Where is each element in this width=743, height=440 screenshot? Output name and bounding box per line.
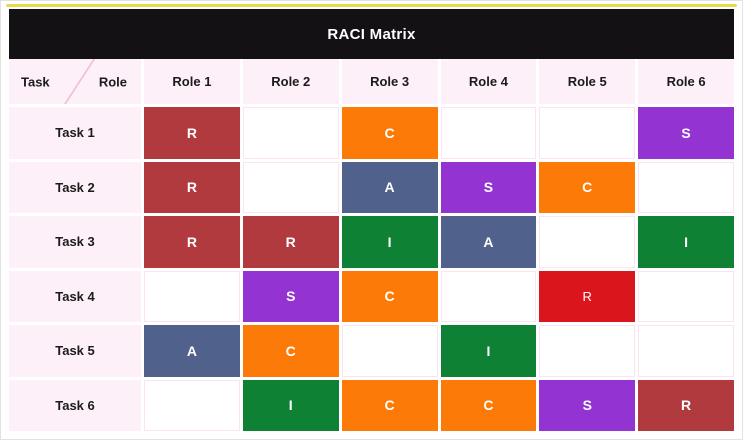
- empty-cell-task2-role6: [638, 161, 734, 213]
- row-label-task-5: Task 5: [9, 325, 141, 377]
- raci-chip-r-task4-role5: R: [539, 270, 636, 322]
- empty-cell-task3-role5: [539, 216, 636, 268]
- raci-chip-s-task6-role5: S: [539, 379, 636, 431]
- empty-cell-task4-role4: [440, 270, 537, 322]
- raci-chip-c-task6-role4: C: [440, 379, 537, 431]
- raci-chip-a-task3-role4: A: [440, 216, 537, 268]
- empty-cell-task4-role1: [144, 270, 240, 322]
- corner-task-label: Task: [21, 74, 50, 89]
- corner-task-role-cell: Task Role: [9, 59, 141, 104]
- row-label-task-6: Task 6: [9, 379, 141, 431]
- empty-cell-task1-role5: [539, 107, 636, 159]
- column-header-role-2: Role 2: [242, 59, 339, 104]
- empty-cell-task1-role2: [242, 107, 339, 159]
- empty-cell-task6-role1: [144, 379, 240, 431]
- column-header-role-3: Role 3: [341, 59, 438, 104]
- row-label-task-1: Task 1: [9, 107, 141, 159]
- column-header-role-5: Role 5: [539, 59, 636, 104]
- row-label-task-4: Task 4: [9, 270, 141, 322]
- row-label-task-3: Task 3: [9, 216, 141, 268]
- empty-cell-task2-role2: [242, 161, 339, 213]
- raci-chip-r-task1-role1: R: [144, 107, 240, 159]
- raci-chip-r-task3-role1: R: [144, 216, 240, 268]
- empty-cell-task1-role4: [440, 107, 537, 159]
- raci-chip-s-task4-role2: S: [242, 270, 339, 322]
- raci-chip-r-task3-role2: R: [242, 216, 339, 268]
- raci-chip-c-task6-role3: C: [341, 379, 438, 431]
- column-header-role-6: Role 6: [638, 59, 734, 104]
- raci-chip-c-task1-role3: C: [341, 107, 438, 159]
- raci-chip-i-task3-role3: I: [341, 216, 438, 268]
- title-bar: RACI Matrix: [9, 9, 734, 59]
- page-title: RACI Matrix: [327, 25, 416, 43]
- raci-chip-a-task5-role1: A: [144, 325, 240, 377]
- column-header-role-1: Role 1: [144, 59, 240, 104]
- raci-chip-c-task4-role3: C: [341, 270, 438, 322]
- raci-chip-r-task2-role1: R: [144, 161, 240, 213]
- raci-chip-r-task6-role6: R: [638, 379, 734, 431]
- raci-chip-i-task3-role6: I: [638, 216, 734, 268]
- raci-chip-i-task6-role2: I: [242, 379, 339, 431]
- empty-cell-task5-role5: [539, 325, 636, 377]
- raci-chip-c-task5-role2: C: [242, 325, 339, 377]
- column-header-role-4: Role 4: [440, 59, 537, 104]
- row-label-task-2: Task 2: [9, 161, 141, 213]
- raci-chip-c-task2-role5: C: [539, 161, 636, 213]
- raci-chip-s-task2-role4: S: [440, 161, 537, 213]
- empty-cell-task5-role6: [638, 325, 734, 377]
- empty-cell-task5-role3: [341, 325, 438, 377]
- empty-cell-task4-role6: [638, 270, 734, 322]
- top-accent-line: [6, 4, 737, 7]
- corner-role-label: Role: [98, 74, 127, 89]
- diagonal-divider: [9, 59, 141, 104]
- raci-chip-a-task2-role3: A: [341, 161, 438, 213]
- raci-chip-s-task1-role6: S: [638, 107, 734, 159]
- raci-chip-i-task5-role4: I: [440, 325, 537, 377]
